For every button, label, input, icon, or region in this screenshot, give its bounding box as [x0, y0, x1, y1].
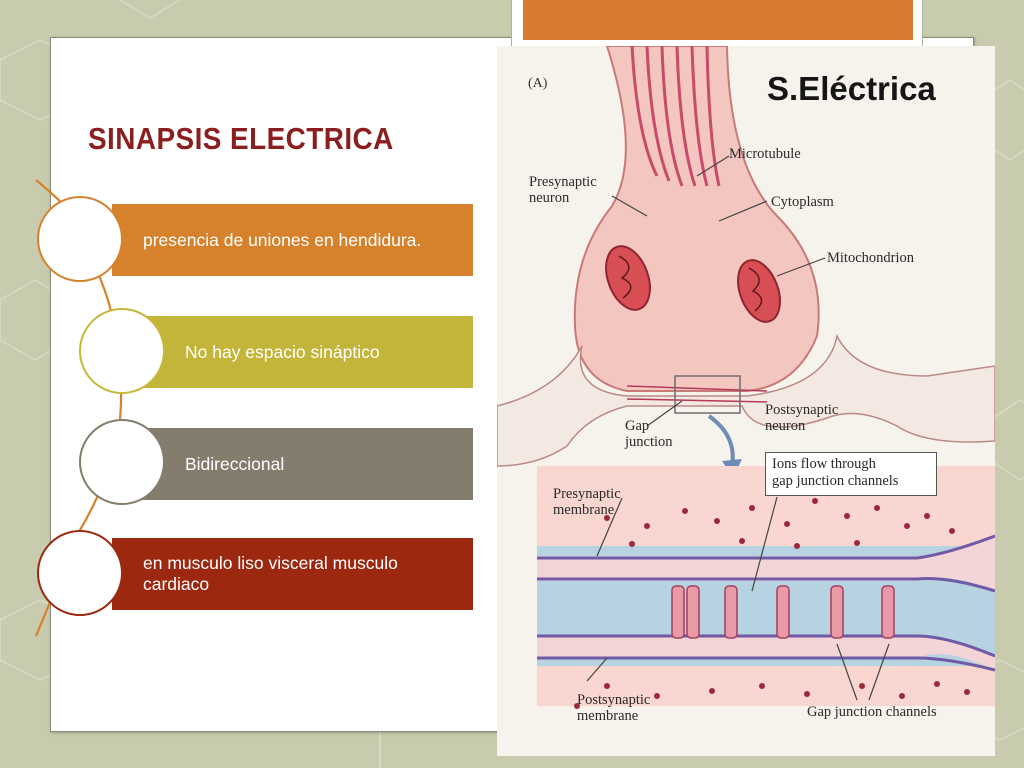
label-postsynaptic-neuron: Postsynaptic neuron [765, 402, 839, 434]
label-presynaptic-neuron: Presynaptic neuron [529, 174, 597, 206]
label-ions-flow-box: Ions flow through gap junction channels [765, 452, 937, 496]
label-mitochondrion: Mitochondrion [827, 250, 914, 266]
label-gap-junction: Gap junction [625, 418, 673, 450]
label-gap-junction-channels: Gap junction channels [807, 704, 937, 720]
bullet-circle-4 [37, 530, 123, 616]
electrical-synapse-figure: (A) S.Eléctrica Microtubule Presynaptic … [497, 46, 995, 756]
label-presynaptic-membrane: Presynaptic membrane [553, 486, 621, 518]
bullet-item-2: No hay espacio sináptico [112, 316, 473, 388]
mitochondrion-left [605, 245, 651, 311]
label-cytoplasm: Cytoplasm [771, 194, 834, 210]
bullet-text-4: en musculo liso visceral musculo cardiac… [143, 553, 398, 594]
bullet-text-2: No hay espacio sináptico [185, 341, 380, 362]
synapse-illustration [497, 46, 995, 709]
bullet-text-3: Bidireccional [185, 453, 285, 474]
bullet-item-3: Bidireccional [112, 428, 473, 500]
bullet-text-1: presencia de uniones en hendidura. [143, 229, 422, 250]
bullet-item-4: en musculo liso visceral musculo cardiac… [112, 538, 473, 610]
label-microtubule: Microtubule [729, 146, 801, 162]
bullet-circle-2 [79, 308, 165, 394]
bullet-item-1: presencia de uniones en hendidura. [112, 204, 473, 276]
slide-title: SINAPSIS ELECTRICA [88, 121, 394, 156]
figure-title: S.Eléctrica [767, 70, 936, 107]
accent-tab [523, 0, 913, 40]
figure-panel-letter: (A) [528, 76, 548, 91]
mitochondrion-right [737, 259, 781, 323]
label-postsynaptic-membrane: Postsynaptic membrane [577, 692, 651, 724]
bullet-circle-1 [37, 196, 123, 282]
bullet-circle-3 [79, 419, 165, 505]
